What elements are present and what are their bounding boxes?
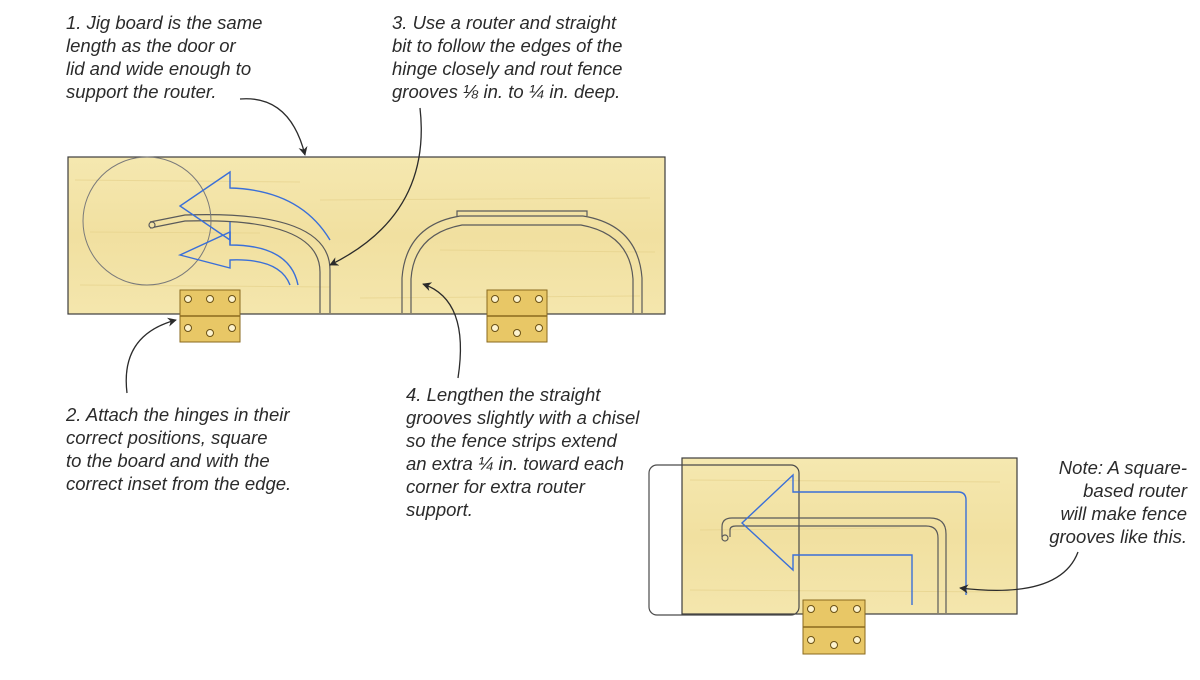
leader-step1 (239, 98, 308, 156)
callout-line: an extra ¼ in. toward each (406, 453, 625, 474)
router-base-icon (82, 156, 212, 286)
callout-line: correct positions, square (66, 427, 268, 448)
hinge-icon (802, 599, 866, 655)
callout-line: length as the door or (66, 35, 236, 56)
leader-step4 (422, 282, 462, 379)
callout-line: grooves slightly with a chisel (406, 407, 640, 428)
hinge-icon (486, 289, 548, 343)
callout-line: 2. Attach the hinges in their (66, 404, 290, 425)
direction-arrow-icon (177, 170, 331, 286)
leader-lines (125, 98, 1079, 594)
callout-line: based router (1083, 480, 1187, 501)
callout-line: hinge closely and rout fence (392, 58, 623, 79)
fence-groove-middle (401, 210, 643, 313)
step2-callout: 2. Attach the hinges in their correct po… (66, 403, 291, 495)
router-base-icon (648, 464, 800, 616)
callout-line: bit to follow the edges of the (392, 35, 623, 56)
callout-line: lid and wide enough to (66, 58, 252, 79)
callout-line: so the fence strips extend (406, 430, 617, 451)
callout-line: support. (406, 499, 473, 520)
callout-line: support the router. (66, 81, 217, 102)
leader-step2 (125, 317, 177, 394)
callout-line: corner for extra router (406, 476, 585, 497)
callout-line: 3. Use a router and straight (392, 12, 617, 33)
note-callout: Note: A square- based router will make f… (1037, 456, 1187, 548)
jig-board (67, 156, 666, 315)
callout-line: grooves ⅛ in. to ¼ in. deep. (392, 81, 621, 102)
hinge-icon (179, 289, 241, 343)
step1-callout: 1. Jig board is the same length as the d… (66, 11, 262, 103)
callout-line: 1. Jig board is the same (66, 12, 263, 33)
direction-arrow-icon (740, 473, 967, 605)
callout-line: 4. Lengthen the straight (406, 384, 601, 405)
step3-callout: 3. Use a router and straight bit to foll… (392, 11, 622, 103)
callout-line: Note: A square- (1058, 457, 1187, 478)
callout-line: to the board and with the (66, 450, 270, 471)
callout-line: grooves like this. (1049, 526, 1187, 547)
callout-line: correct inset from the edge. (66, 473, 292, 494)
step4-callout: 4. Lengthen the straight grooves slightl… (406, 383, 639, 521)
leader-note (959, 551, 1079, 594)
fence-groove-square (721, 517, 947, 613)
detail-board (681, 457, 1018, 615)
callout-line: will make fence (1060, 503, 1187, 524)
leader-step3 (329, 107, 422, 266)
